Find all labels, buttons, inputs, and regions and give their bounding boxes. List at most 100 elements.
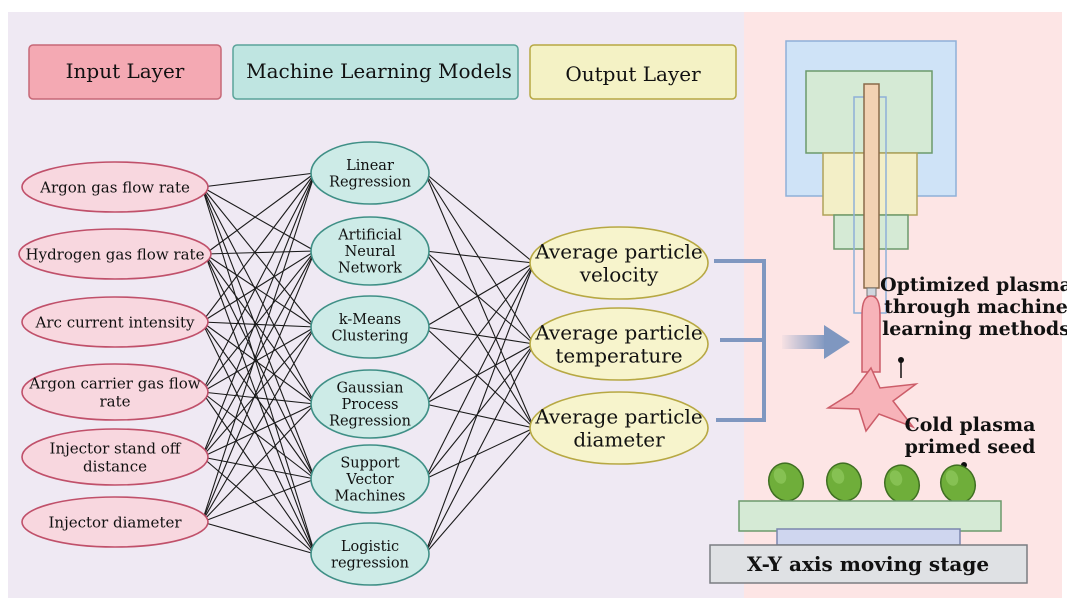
connection-model-4-output-3 bbox=[424, 403, 535, 429]
input-node-6-label: Injector diameter bbox=[48, 513, 182, 531]
connection-model-2-output-2 bbox=[424, 250, 535, 345]
seed-1 bbox=[768, 462, 804, 502]
network-connections bbox=[201, 172, 535, 555]
seed-tray bbox=[738, 500, 1002, 532]
connection-input-2-model-4 bbox=[204, 253, 316, 405]
seeds bbox=[768, 462, 976, 504]
plasma-jet bbox=[861, 295, 881, 373]
input-node-2-label: Hydrogen gas flow rate bbox=[26, 245, 205, 263]
connection-model-6-output-2 bbox=[424, 343, 535, 555]
connection-model-1-output-3 bbox=[424, 172, 535, 429]
connection-input-1-model-6 bbox=[201, 186, 316, 555]
input-node-1: Argon gas flow rate bbox=[21, 161, 209, 213]
connection-input-1-model-1 bbox=[201, 172, 316, 188]
torch-nozzle-tip bbox=[866, 287, 877, 297]
legend-ml-models-label: Machine Learning Models bbox=[246, 59, 512, 83]
connection-input-6-model-3 bbox=[201, 326, 316, 523]
connection-input-6-model-6 bbox=[201, 521, 316, 555]
connection-model-5-output-2 bbox=[424, 343, 535, 480]
connection-input-3-model-3 bbox=[201, 321, 316, 328]
connection-input-2-model-2 bbox=[204, 250, 316, 255]
connection-input-4-model-1 bbox=[201, 172, 316, 393]
input-node-3: Arc current intensity bbox=[21, 296, 209, 348]
connection-model-5-output-1 bbox=[424, 262, 535, 480]
torch-electrode bbox=[863, 83, 880, 289]
connection-input-3-model-5 bbox=[201, 321, 316, 480]
connection-input-2-model-3 bbox=[204, 253, 316, 328]
connection-model-6-output-1 bbox=[424, 262, 535, 555]
input-node-6: Injector diameter bbox=[21, 496, 209, 548]
connection-input-2-model-1 bbox=[204, 172, 316, 255]
connection-input-3-model-2 bbox=[201, 250, 316, 323]
connection-input-3-model-1 bbox=[201, 172, 316, 323]
legend-input-layer-label: Input Layer bbox=[66, 59, 185, 83]
connection-input-5-model-3 bbox=[201, 326, 316, 458]
connection-input-5-model-5 bbox=[201, 456, 316, 480]
stage-plate bbox=[776, 528, 961, 546]
plasma-pointer-dot bbox=[898, 357, 904, 363]
connection-input-5-model-2 bbox=[201, 250, 316, 458]
connection-input-3-model-4 bbox=[201, 321, 316, 405]
xy-stage-label: X-Y axis moving stage bbox=[747, 552, 989, 576]
legend-output-layer: Output Layer bbox=[529, 44, 737, 100]
connection-model-1-output-1 bbox=[424, 172, 535, 264]
plasma-torch bbox=[785, 40, 957, 433]
connection-model-5-output-3 bbox=[424, 427, 535, 480]
legend-input-layer: Input Layer bbox=[28, 44, 222, 100]
seed-4 bbox=[940, 464, 976, 504]
connection-input-4-model-3 bbox=[201, 326, 316, 393]
xy-stage-base bbox=[709, 544, 1028, 584]
connection-model-3-output-3 bbox=[424, 326, 535, 429]
output-bracket bbox=[714, 259, 766, 422]
input-node-3-label: Arc current intensity bbox=[35, 313, 195, 331]
connection-input-6-model-1 bbox=[201, 172, 316, 523]
connection-input-5-model-1 bbox=[201, 172, 316, 458]
connection-model-6-output-3 bbox=[424, 427, 535, 555]
connection-input-4-model-5 bbox=[201, 391, 316, 480]
connection-input-6-model-4 bbox=[201, 403, 316, 523]
connection-model-2-output-1 bbox=[424, 250, 535, 264]
connection-input-1-model-4 bbox=[201, 186, 316, 405]
connection-input-6-model-2 bbox=[201, 250, 316, 523]
seed-2 bbox=[826, 462, 862, 502]
input-node-2: Hydrogen gas flow rate bbox=[18, 228, 212, 280]
connection-input-2-model-6 bbox=[204, 253, 316, 555]
legend-output-layer-label: Output Layer bbox=[565, 62, 701, 86]
legend-ml-models: Machine Learning Models bbox=[232, 44, 519, 100]
arrow-to-plasma bbox=[782, 325, 850, 359]
connection-input-5-model-4 bbox=[201, 403, 316, 458]
connection-input-4-model-2 bbox=[201, 250, 316, 393]
connection-model-3-output-2 bbox=[424, 326, 535, 345]
connection-input-2-model-5 bbox=[204, 253, 316, 480]
connection-model-4-output-1 bbox=[424, 262, 535, 405]
input-node-1-label: Argon gas flow rate bbox=[39, 178, 190, 196]
connection-model-4-output-2 bbox=[424, 343, 535, 405]
connection-input-4-model-4 bbox=[201, 391, 316, 405]
connection-input-4-model-6 bbox=[201, 391, 316, 555]
seed-3 bbox=[884, 464, 920, 504]
